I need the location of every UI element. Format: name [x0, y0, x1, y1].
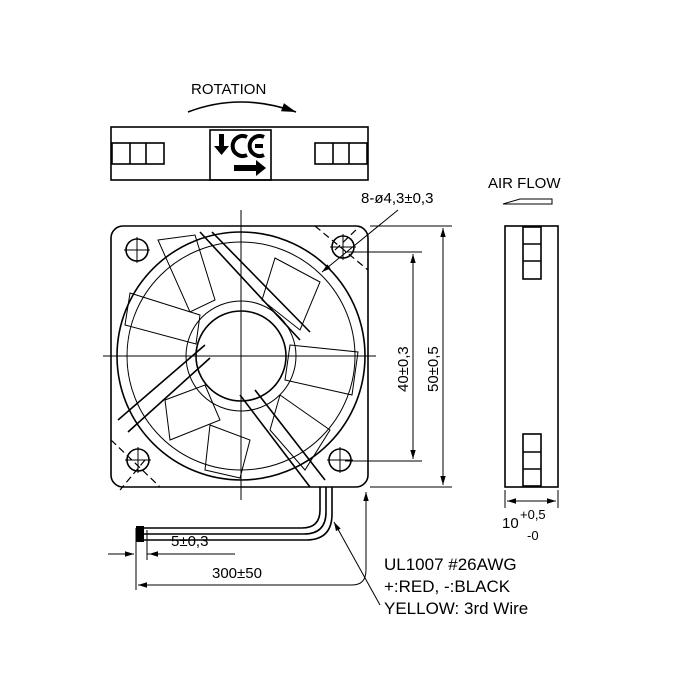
dim-lead-label: 300±50	[212, 565, 262, 582]
rotation-label: ROTATION	[191, 81, 266, 98]
dim-40-label: 40±0,3	[395, 346, 412, 392]
air-flow-label: AIR FLOW	[488, 175, 561, 192]
wire-spec-line3: YELLOW: 3rd Wire	[384, 599, 528, 618]
top-view: ROTATION	[110, 81, 369, 181]
wire-spec-line2: +:RED, -:BLACK	[384, 577, 511, 596]
right-arrow-icon	[234, 160, 266, 176]
mount-hole	[330, 234, 356, 260]
air-flow-arrow-icon	[502, 198, 553, 205]
ce-mark-logo	[209, 129, 272, 181]
dim-10-label: 10	[502, 515, 519, 532]
mount-hole	[124, 237, 150, 263]
wire-spec-line1: UL1007 #26AWG	[384, 555, 517, 574]
dim-10-plus: +0,5	[520, 507, 546, 522]
dim-strip-label: 5±0,3	[171, 533, 208, 550]
dim-10-minus: -0	[527, 528, 539, 543]
down-arrow-icon	[214, 134, 229, 155]
mount-hole	[327, 447, 353, 473]
dim-50-label: 50±0,5	[425, 346, 442, 392]
mount-hole	[125, 447, 151, 473]
hole-spec-label: 8-ø4,3±0,3	[361, 190, 433, 207]
wire-ends	[136, 526, 144, 542]
rotation-arrow-icon	[187, 101, 297, 113]
side-view: 10 +0,5 -0	[502, 225, 559, 543]
front-view	[103, 210, 376, 542]
